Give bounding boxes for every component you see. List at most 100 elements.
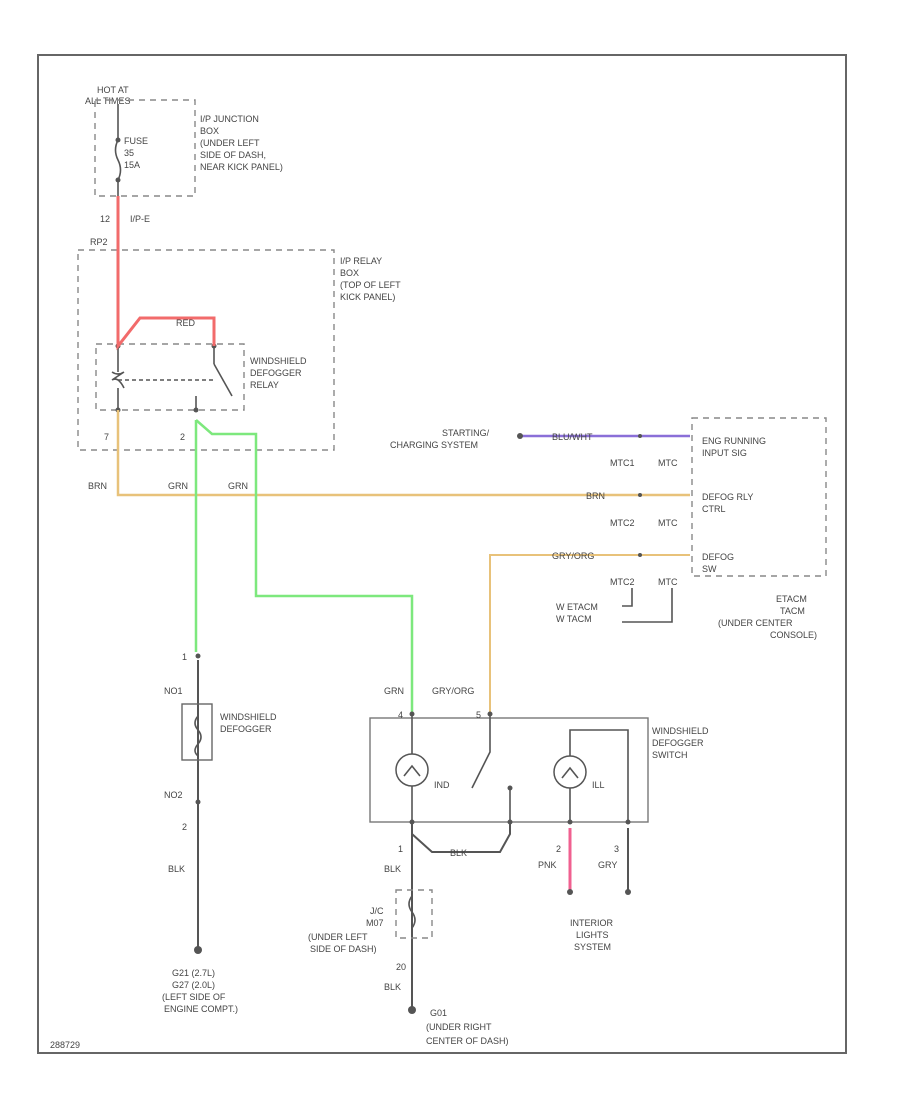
svg-text:ENGINE COMPT.): ENGINE COMPT.) — [164, 1004, 238, 1014]
svg-text:RELAY: RELAY — [250, 380, 279, 390]
svg-text:I/P JUNCTION: I/P JUNCTION — [200, 114, 259, 124]
relay-pin-right: 2 — [180, 432, 185, 442]
svg-text:M07: M07 — [366, 918, 384, 928]
tcm-node-1 — [638, 434, 642, 438]
tcm-eng-label: ENG RUNNING INPUT SIG — [702, 436, 766, 458]
hot-at-label: HOT AT — [97, 85, 129, 95]
svg-text:KICK PANEL): KICK PANEL) — [340, 292, 395, 302]
tcm-variant-label: W ETACM W TACM — [556, 602, 598, 624]
wire-label-brn-right: BRN — [586, 491, 605, 501]
svg-text:INPUT SIG: INPUT SIG — [702, 448, 747, 458]
relay-box-label: I/P RELAY BOX (TOP OF LEFT KICK PANEL) — [340, 256, 401, 302]
svg-text:DEFOG: DEFOG — [702, 552, 734, 562]
tcm-conn-c1: MTC2 — [610, 577, 635, 587]
diagram-frame — [37, 54, 847, 1054]
svg-text:SW: SW — [702, 564, 717, 574]
svg-text:(UNDER CENTER: (UNDER CENTER — [718, 618, 793, 628]
starting-label-1: STARTING/ — [442, 428, 490, 438]
svg-text:DEFOGGER: DEFOGGER — [250, 368, 302, 378]
svg-text:WINDSHIELD: WINDSHIELD — [250, 356, 307, 366]
svg-text:G21 (2.7L): G21 (2.7L) — [172, 968, 215, 978]
svg-text:BOX: BOX — [340, 268, 359, 278]
connector-top-pin: 12 — [100, 214, 110, 224]
switch-ill-lamp — [553, 755, 587, 789]
ground-right-symbol — [408, 1006, 416, 1014]
ground-right-label: G01 (UNDER RIGHT CENTER OF DASH) — [426, 1008, 509, 1046]
tcm-conn-a1: MTC1 — [610, 458, 635, 468]
switch-node-e — [567, 819, 573, 825]
switch-contact — [471, 714, 491, 789]
wire-red — [116, 196, 216, 351]
relay-wire-label: RED — [176, 318, 196, 328]
defogger-bottom-node — [195, 799, 201, 805]
tcm-variant-line-1 — [622, 588, 633, 607]
junction-box-label: I/P JUNCTION BOX (UNDER LEFT SIDE OF DAS… — [200, 114, 283, 172]
interior-lights-label: INTERIOR LIGHTS SYSTEM — [570, 918, 614, 952]
relay-box-outline — [77, 249, 335, 451]
relay-pin-left: 7 — [104, 432, 109, 442]
relay-connector-id: RP2 — [90, 237, 108, 247]
wire-label-pnk: PNK — [538, 860, 557, 870]
switch-ind-lamp — [395, 753, 429, 787]
svg-text:ETACM: ETACM — [776, 594, 807, 604]
defogger-top-node — [195, 653, 201, 659]
svg-text:(UNDER LEFT: (UNDER LEFT — [200, 138, 260, 148]
switch-ind-label: IND — [434, 780, 450, 790]
wire-label-blk-mid: BLK — [450, 848, 467, 858]
fuse-label: FUSE 35 15A — [124, 136, 148, 170]
svg-text:35: 35 — [124, 148, 134, 158]
jc-label: J/C M07 (UNDER LEFT SIDE OF DASH) — [308, 906, 384, 954]
svg-text:CONSOLE): CONSOLE) — [770, 630, 817, 640]
ground-left-symbol — [194, 946, 202, 954]
svg-text:CENTER OF DASH): CENTER OF DASH) — [426, 1036, 509, 1046]
tcm-conn-b1: MTC2 — [610, 518, 635, 528]
svg-text:INTERIOR: INTERIOR — [570, 918, 614, 928]
switch-pin-c: 1 — [398, 844, 403, 854]
svg-text:15A: 15A — [124, 160, 140, 170]
svg-text:SIDE OF DASH,: SIDE OF DASH, — [200, 150, 266, 160]
tcm-conn-a2: MTC — [658, 458, 678, 468]
switch-node-f — [625, 819, 631, 825]
switch-contact-node — [507, 785, 513, 791]
svg-text:SWITCH: SWITCH — [652, 750, 688, 760]
defogger-conn-bottom: NO2 — [164, 790, 183, 800]
wire-blk-link — [411, 822, 511, 853]
starting-node — [517, 433, 523, 439]
tcm-defog-ctrl-label: DEFOG RLY CTRL — [702, 492, 753, 514]
svg-text:WINDSHIELD: WINDSHIELD — [652, 726, 709, 736]
svg-text:G01: G01 — [430, 1008, 447, 1018]
wire-label-grn-b: GRN — [228, 481, 248, 491]
svg-text:DEFOG RLY: DEFOG RLY — [702, 492, 753, 502]
svg-text:DEFOGGER: DEFOGGER — [652, 738, 704, 748]
tcm-label: ETACM TACM (UNDER CENTER CONSOLE) — [718, 594, 817, 640]
svg-text:(UNDER LEFT: (UNDER LEFT — [308, 932, 368, 942]
switch-ill-label: ILL — [592, 780, 605, 790]
svg-text:CTRL: CTRL — [702, 504, 726, 514]
switch-pin-b: 5 — [476, 710, 481, 720]
defogger-heater-symbol — [194, 715, 202, 757]
diagram-code: 288729 — [50, 1040, 80, 1050]
svg-text:J/C: J/C — [370, 906, 384, 916]
defogger-label: WINDSHIELD DEFOGGER — [220, 712, 277, 734]
svg-text:(LEFT SIDE OF: (LEFT SIDE OF — [162, 992, 226, 1002]
wire-label-grn-switch: GRN — [384, 686, 404, 696]
switch-node-d — [507, 819, 513, 825]
fuse-symbol — [114, 104, 122, 196]
switch-label: WINDSHIELD DEFOGGER SWITCH — [652, 726, 709, 760]
svg-text:ENG RUNNING: ENG RUNNING — [702, 436, 766, 446]
jc-symbol — [408, 895, 416, 929]
svg-text:NEAR KICK PANEL): NEAR KICK PANEL) — [200, 162, 283, 172]
wire-label-blk-defogger: BLK — [168, 864, 185, 874]
svg-text:(UNDER RIGHT: (UNDER RIGHT — [426, 1022, 492, 1032]
wire-label-brn-left: BRN — [88, 481, 107, 491]
tcm-conn-b2: MTC — [658, 518, 678, 528]
svg-text:SIDE OF DASH): SIDE OF DASH) — [310, 944, 377, 954]
relay-symbol — [95, 343, 245, 413]
svg-text:G27 (2.0L): G27 (2.0L) — [172, 980, 215, 990]
starting-label-2: CHARGING SYSTEM — [390, 440, 478, 450]
connector-top-id: I/P-E — [130, 214, 150, 224]
switch-ill-filament — [561, 766, 579, 779]
switch-pin-d: 2 — [556, 844, 561, 854]
wire-brn — [116, 410, 690, 497]
